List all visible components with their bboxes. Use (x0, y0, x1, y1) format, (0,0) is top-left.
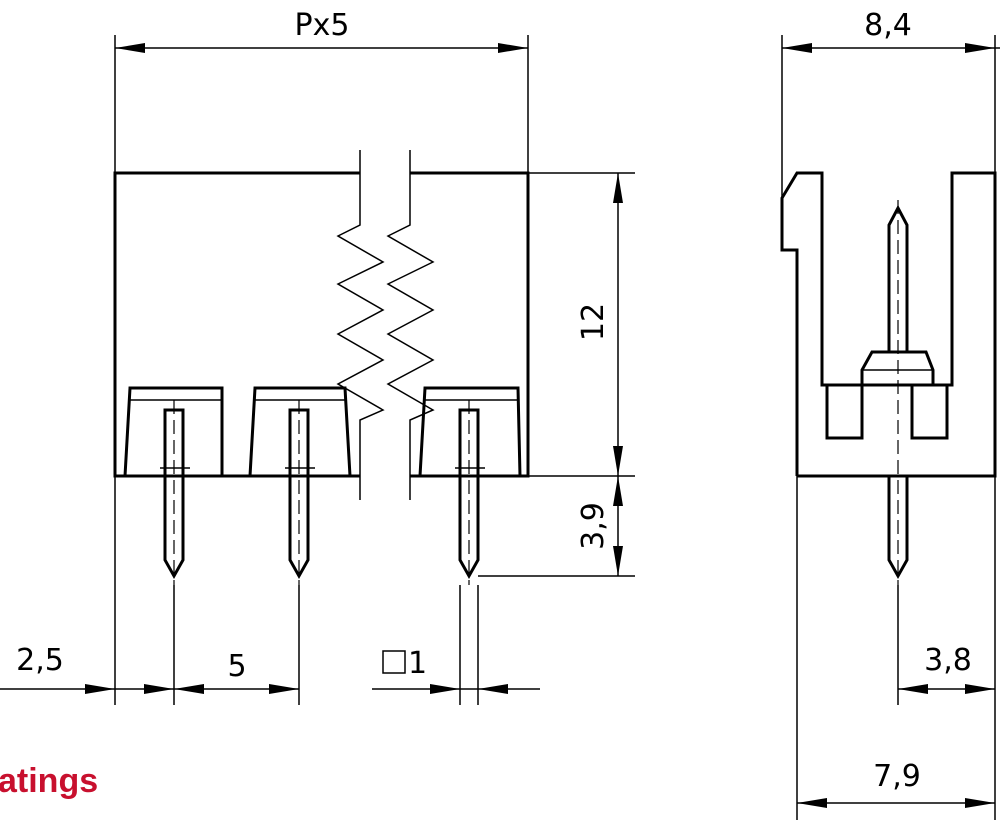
dim-pin-length: 3,9 (478, 476, 635, 577)
dim-pin-offset-label: 3,8 (924, 643, 972, 678)
dim-pitch: 2,5 5 (0, 476, 300, 705)
dim-height: 12 (528, 172, 635, 477)
dim-pin-length-label: 3,9 (576, 502, 611, 550)
dim-base-width: 7,9 (796, 476, 995, 820)
dim-total-width: Px5 (114, 8, 529, 173)
dim-pin-offset: 3,8 (897, 476, 996, 820)
square-symbol-icon (382, 650, 406, 674)
dim-pin-square: 1 (372, 585, 540, 705)
dim-total-width-label: Px5 (295, 8, 350, 43)
dim-base-width-label: 7,9 (873, 759, 921, 794)
dim-side-width-label: 8,4 (864, 8, 912, 43)
dim-side-width: 8,4 (781, 8, 1000, 198)
dim-pin-square-label: 1 (408, 646, 427, 681)
front-view (113, 150, 530, 585)
brand-logo-text: atings (0, 762, 98, 800)
side-view (780, 171, 997, 585)
dim-height-label: 12 (576, 303, 611, 341)
dim-pitch-label: 5 (227, 649, 246, 684)
dim-edge-offset-label: 2,5 (16, 643, 64, 678)
